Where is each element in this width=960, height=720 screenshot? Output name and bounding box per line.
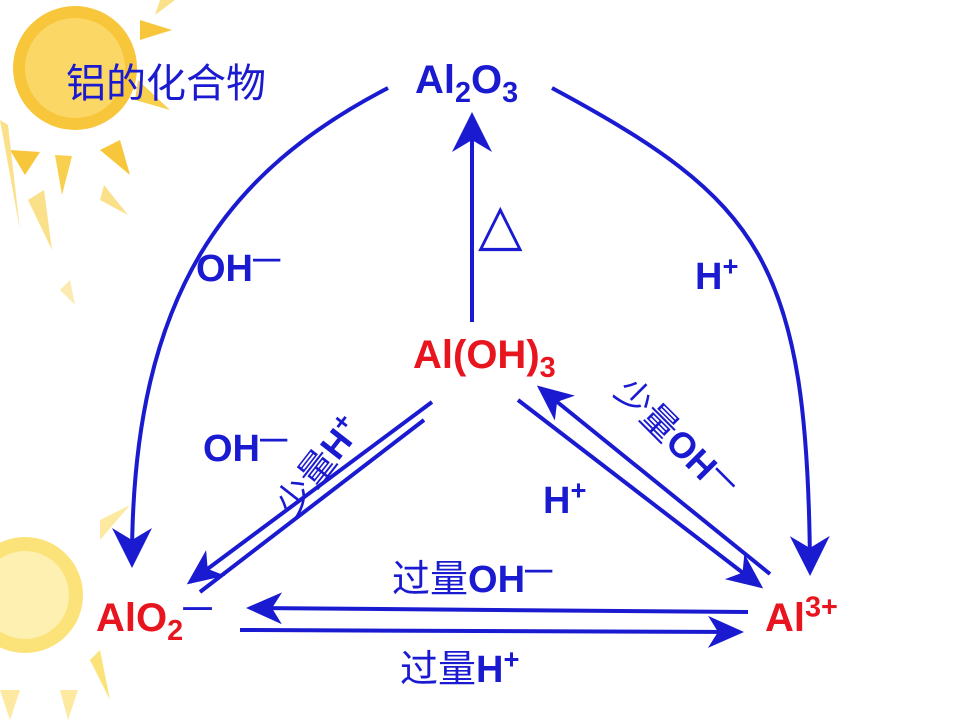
- node-al3: Al3+: [765, 591, 838, 640]
- arrow-alo2-to-al3: [239, 615, 744, 648]
- arrow-alo2-to-aloh3: [198, 418, 426, 594]
- label-alo2-to-al3: 过量H+: [400, 643, 520, 691]
- node-alo2: AlO2—: [96, 591, 212, 647]
- arrow-al2o3-to-alo2: [112, 86, 389, 568]
- arrow-aloh3-to-alo2: [186, 400, 434, 585]
- label-aloh3-to-alo2: OH—: [203, 422, 288, 470]
- arrow-aloh3-to-al3: [516, 398, 764, 589]
- sun-icon-top: [0, 0, 175, 305]
- label-heat-symbol: △: [478, 190, 523, 258]
- sun-icon-bottom: [0, 505, 130, 720]
- arrow-al2o3-to-al3: [551, 86, 830, 576]
- label-al2o3-to-alo2: OH—: [196, 242, 281, 290]
- arrow-al3-to-aloh3: [536, 385, 772, 576]
- arrow-al3-to-alo2: [246, 592, 749, 625]
- label-al2o3-to-al3: H+: [695, 250, 739, 298]
- node-aloh3: Al(OH)3: [413, 333, 556, 384]
- node-al2o3: Al2O3: [415, 58, 519, 109]
- page-title: 铝的化合物: [66, 61, 266, 107]
- label-aloh3-to-al3: H+: [543, 474, 587, 522]
- label-al3-to-alo2: 过量OH—: [392, 553, 553, 601]
